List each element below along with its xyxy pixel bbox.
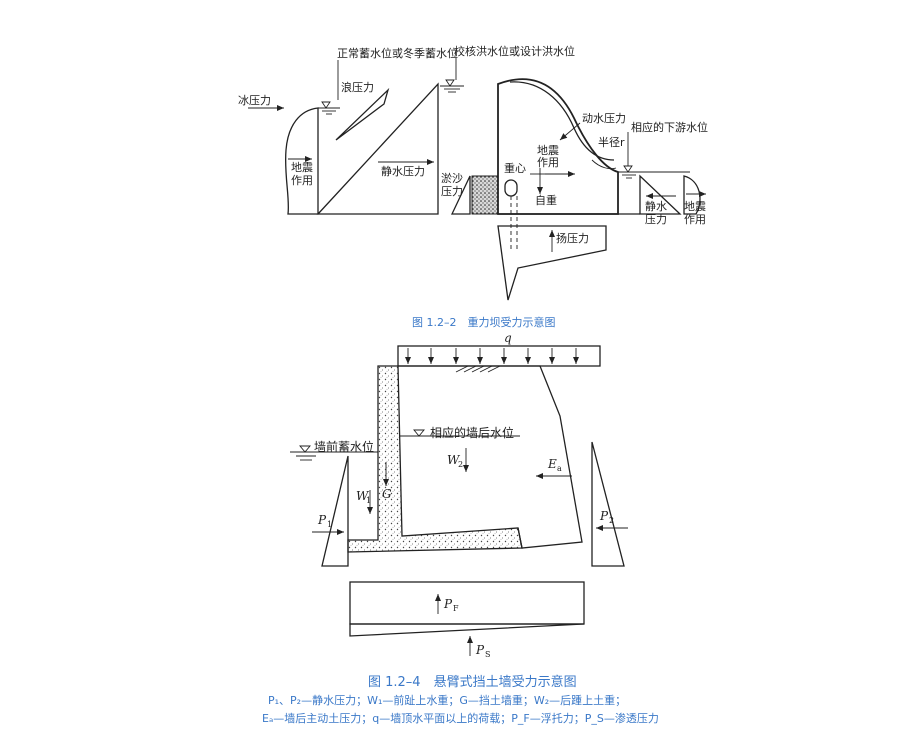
- back-water-level-label: 相应的墙后水位: [430, 425, 514, 440]
- svg-text:1: 1: [366, 496, 371, 505]
- water-level-symbol-downstream: [623, 165, 633, 173]
- uplift-diagram: [497, 225, 607, 301]
- load-q-label: q: [504, 331, 512, 345]
- wave-pressure-shape: [335, 87, 390, 141]
- dynamic-water-label: 动水压力: [582, 112, 626, 125]
- front-water-level-label: 墙前蓄水位: [314, 439, 374, 454]
- p2-label: P: [599, 509, 609, 523]
- water-level-symbol-back: [413, 429, 425, 437]
- load-arrows: [405, 348, 579, 364]
- radius-label: 半径r: [598, 135, 625, 149]
- svg-text:a: a: [557, 464, 562, 473]
- uplift-label: 扬压力: [556, 231, 589, 245]
- water-level-symbol-flood: [445, 79, 455, 87]
- seismic-mid-label-2: 作用: [537, 156, 559, 169]
- w2-label: W: [447, 453, 461, 467]
- ps-triangle: [349, 623, 585, 637]
- svg-text:1: 1: [327, 520, 332, 529]
- load-q-rect: [397, 345, 601, 367]
- silt-triangle: [450, 175, 471, 215]
- p1-triangle: [321, 455, 349, 567]
- silt-label-2: 压力: [441, 185, 463, 198]
- seismic-left-label-2: 作用: [291, 174, 313, 187]
- wave-pressure-label: 浪压力: [341, 80, 374, 94]
- downstream-hydrostatic-triangle: [639, 174, 682, 215]
- backfill-boundary: [398, 365, 583, 549]
- retaining-wall-diagram: q 相应的墙后水位 W 2 E a 墙前蓄水位 W 1 G: [262, 331, 659, 725]
- w1-label: W: [356, 489, 370, 503]
- pf-rect: [349, 581, 585, 625]
- self-weight-label: 自重: [535, 193, 557, 207]
- gravity-dam-diagram: 冰压力 地震 作用 正常蓄水位或冬季蓄水位 浪压力 静水压力 校核洪水位或设计洪…: [238, 44, 708, 329]
- svg-text:2: 2: [609, 516, 614, 525]
- p1-label: P: [317, 513, 327, 527]
- seismic-mid-label-1: 地震: [537, 144, 559, 157]
- silt-deposit: [471, 175, 499, 215]
- dam-body: [497, 78, 619, 215]
- downstream-hydrostatic-label-2: 压力: [645, 213, 667, 226]
- silt-label-1: 淤沙: [441, 172, 463, 185]
- check-flood-level-label: 校核洪水位或设计洪水位: [454, 44, 575, 58]
- dynamic-water-arrow: [559, 122, 581, 141]
- figure2-caption: 图 1.2–4 悬臂式挡土墙受力示意图: [368, 674, 577, 690]
- wall-body: [347, 365, 523, 553]
- ea-label: E: [547, 457, 557, 471]
- hydrostatic-label: 静水压力: [381, 164, 425, 178]
- svg-text:S: S: [485, 650, 490, 659]
- seismic-right-label-2: 作用: [684, 213, 706, 226]
- figure1-caption: 图 1.2–2 重力坝受力示意图: [412, 315, 556, 329]
- figure2-legend-line2: Eₐ—墙后主动土压力；q—墙顶水平面以上的荷载；P_F—浮托力；P_S—渗透压力: [262, 711, 659, 725]
- p2-triangle: [591, 441, 625, 567]
- svg-text:F: F: [453, 604, 459, 613]
- normal-water-level-label: 正常蓄水位或冬季蓄水位: [337, 46, 458, 60]
- ice-pressure-shape: [284, 107, 319, 215]
- center-gravity-label: 重心: [504, 161, 526, 175]
- water-level-symbol-upstream: [321, 101, 331, 109]
- g-label: G: [382, 487, 392, 501]
- downstream-level-label: 相应的下游水位: [631, 120, 708, 134]
- ice-pressure-label: 冰压力: [238, 94, 271, 107]
- water-level-symbol-front: [299, 445, 311, 453]
- svg-text:2: 2: [458, 460, 463, 469]
- hydrostatic-triangle: [316, 82, 439, 215]
- seismic-right-label-1: 地震: [684, 200, 706, 213]
- downstream-hydrostatic-label-1: 静水: [645, 199, 667, 213]
- figure2-legend-line1: P₁、P₂—静水压力；W₁—前趾上水重；G—挡土墙重；W₂—后踵上土重；: [268, 693, 626, 707]
- ps-label: P: [475, 643, 485, 657]
- seismic-left-label-1: 地震: [291, 161, 313, 174]
- gallery-opening: [504, 179, 518, 197]
- pf-label: P: [443, 597, 453, 611]
